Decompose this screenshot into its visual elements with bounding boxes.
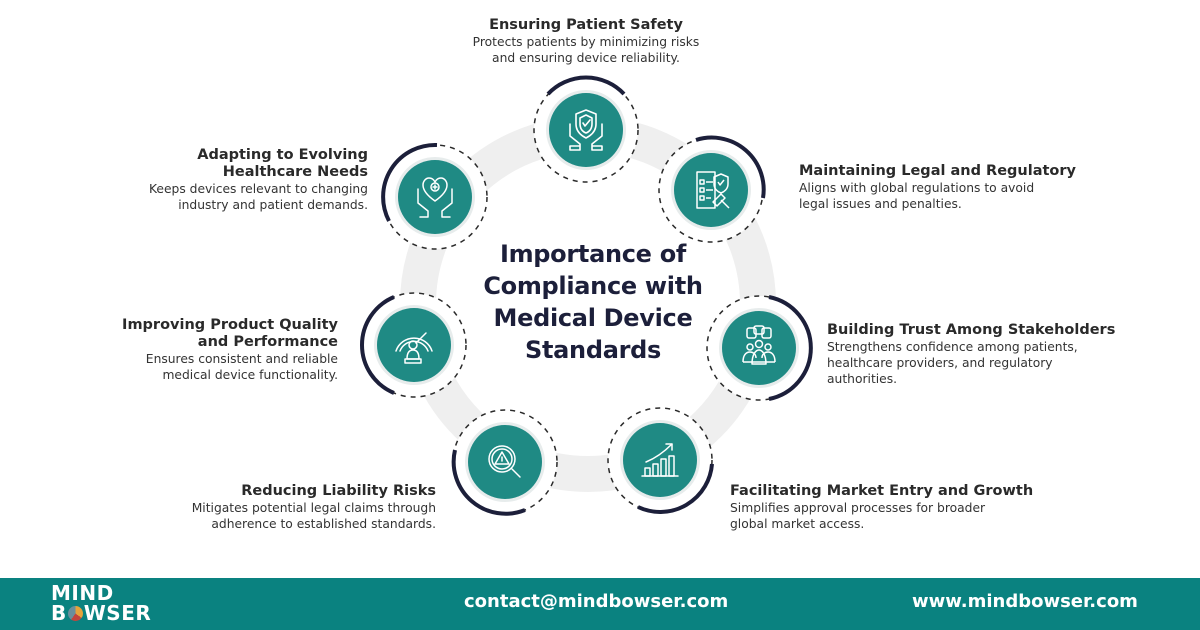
item-description: Aligns with global regulations to avoid	[799, 181, 1035, 195]
title-line: Standards	[524, 336, 661, 364]
item-heading: Healthcare Needs	[222, 164, 368, 180]
item-description: legal issues and penalties.	[799, 197, 962, 211]
item-heading: Improving Product Quality	[122, 317, 338, 333]
item-description: Protects patients by minimizing risks	[472, 35, 700, 49]
contact-email-link[interactable]: contact@mindbowser.com	[464, 591, 729, 612]
item-description: global market access.	[730, 517, 865, 531]
footer-bar: MIND B WSER contact@mindbowser.com www.mi…	[0, 578, 1200, 630]
item-description: Simplifies approval processes for broade…	[730, 501, 986, 515]
item-heading: Reducing Liability Risks	[241, 483, 436, 499]
legal-checklist-gavel-icon	[696, 171, 730, 209]
stakeholders-chat-icon	[742, 325, 776, 365]
risk-magnifier-icon	[488, 445, 521, 478]
item-heading: Maintaining Legal and Regulatory	[799, 163, 1076, 179]
item-description: medical device functionality.	[162, 368, 338, 382]
heart-hands-icon	[417, 177, 453, 218]
item-description: authorities.	[827, 372, 898, 386]
item-heading: and Performance	[197, 334, 338, 350]
node-legal-regulatory	[658, 135, 766, 243]
mindbowser-logo[interactable]: MIND B WSER	[51, 583, 151, 623]
item-description: and ensuring device reliability.	[492, 51, 680, 65]
item-description: industry and patient demands.	[178, 198, 368, 212]
item-reducing-liability: Reducing Liability Risks Mitigates poten…	[156, 483, 436, 532]
item-legal-regulatory: Maintaining Legal and Regulatory Aligns …	[799, 163, 1099, 212]
item-building-trust: Building Trust Among Stakeholders Streng…	[827, 322, 1147, 387]
node-building-trust	[706, 295, 813, 401]
growth-chart-icon	[641, 443, 679, 477]
logo-text: B	[51, 601, 67, 625]
shield-hands-icon	[569, 109, 603, 151]
infographic: Importance of Compliance with Medical De…	[90, 17, 1147, 532]
logo-text: MIND	[51, 581, 114, 605]
item-heading: Building Trust Among Stakeholders	[827, 322, 1116, 338]
item-description: Strengthens confidence among patients,	[827, 340, 1078, 354]
item-description: adherence to established standards.	[211, 517, 436, 531]
title-line: Importance of	[499, 240, 687, 268]
logo-text: WSER	[83, 601, 152, 625]
node-patient-safety	[533, 75, 639, 183]
item-product-quality: Improving Product Quality and Performanc…	[90, 317, 338, 383]
title-line: Medical Device	[493, 304, 693, 332]
item-description: Mitigates potential legal claims through	[191, 501, 436, 515]
item-patient-safety: Ensuring Patient Safety Protects patient…	[446, 17, 726, 66]
node-reducing-liability	[451, 409, 558, 516]
node-adapting-healthcare	[381, 142, 488, 250]
title-line: Compliance with	[483, 272, 703, 300]
logo-circle-icon	[67, 606, 83, 621]
node-product-quality	[360, 292, 467, 398]
compliance-wheel	[360, 75, 813, 516]
performance-gauge-icon	[395, 332, 433, 364]
item-heading: Ensuring Patient Safety	[489, 17, 683, 33]
item-description: healthcare providers, and regulatory	[827, 356, 1053, 370]
item-description: Keeps devices relevant to changing	[148, 182, 368, 196]
website-link[interactable]: www.mindbowser.com	[912, 591, 1138, 612]
item-description: Ensures consistent and reliable	[145, 352, 338, 366]
item-adapting-healthcare: Adapting to Evolving Healthcare Needs Ke…	[110, 147, 368, 213]
node-market-entry	[607, 407, 714, 514]
item-heading: Facilitating Market Entry and Growth	[730, 483, 1034, 499]
diagram-title: Importance of Compliance with Medical De…	[443, 238, 743, 366]
item-heading: Adapting to Evolving	[197, 147, 368, 163]
item-market-entry: Facilitating Market Entry and Growth Sim…	[730, 483, 1070, 532]
